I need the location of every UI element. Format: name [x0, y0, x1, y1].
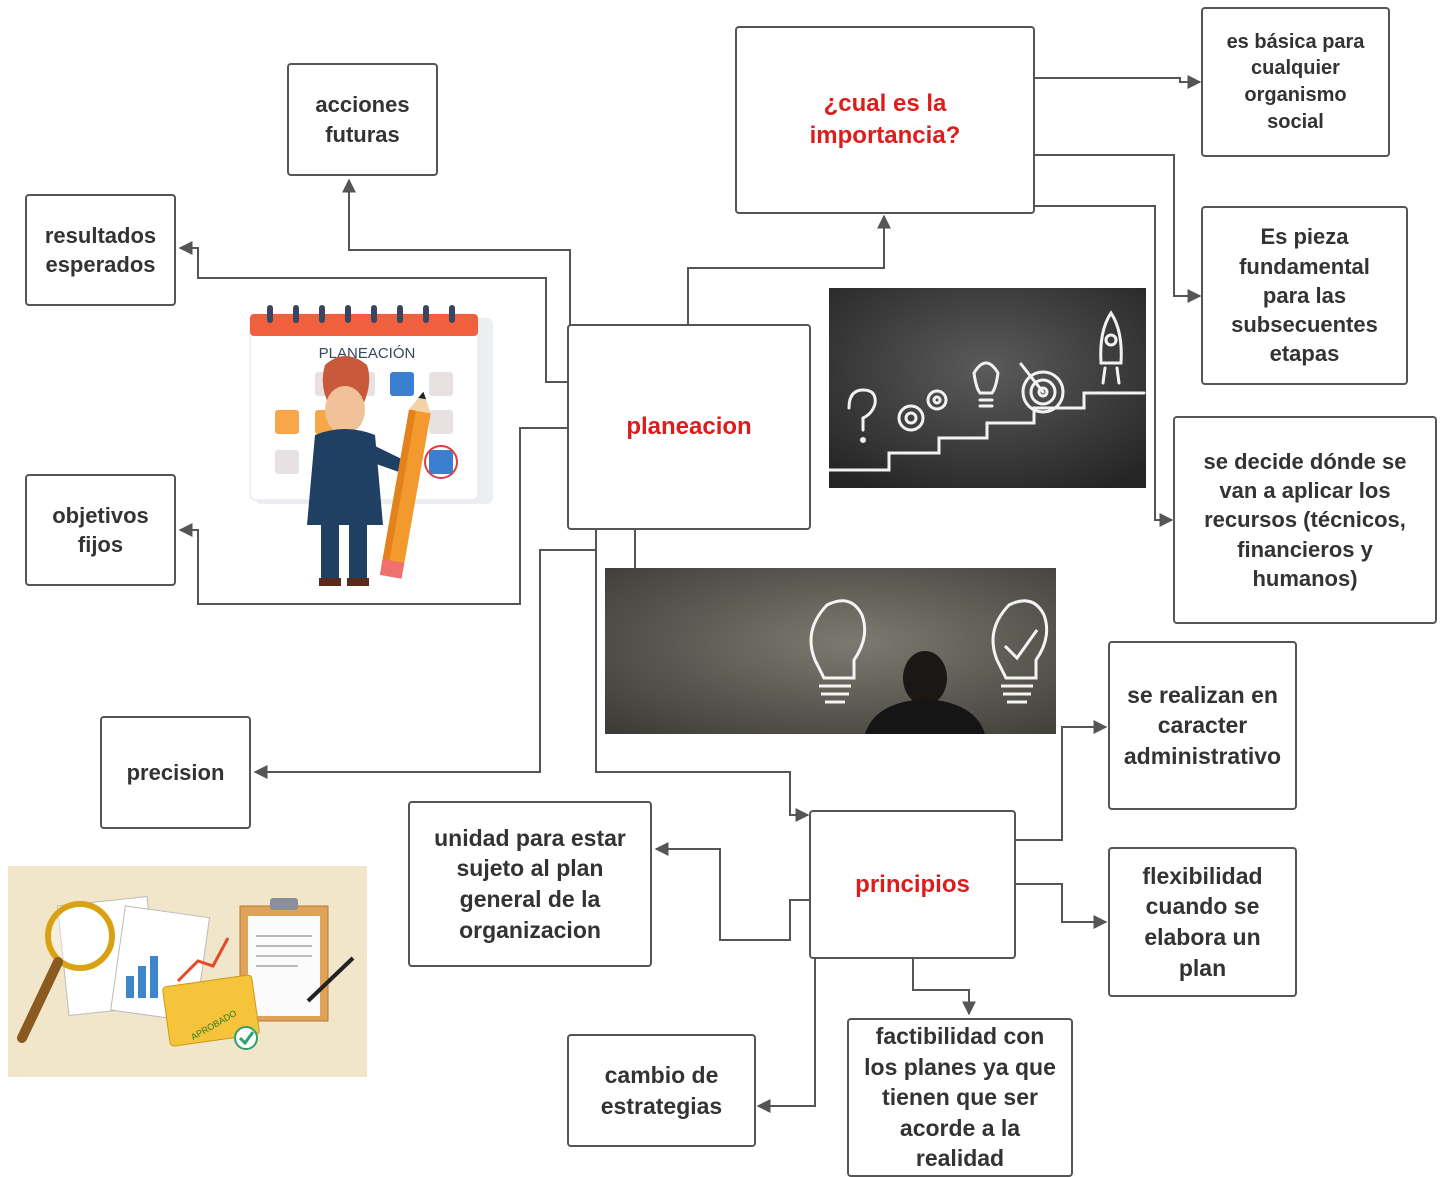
- node-acciones-futuras-label: acciones futuras: [315, 92, 410, 147]
- node-basica: es básica para cualquier organismo socia…: [1201, 7, 1390, 157]
- node-factibilidad: factibilidad con los planes ya que tiene…: [847, 1018, 1073, 1177]
- node-recursos-label: se decide dónde se van a aplicar los rec…: [1203, 448, 1407, 591]
- node-resultados-esperados: resultados esperados: [25, 194, 176, 306]
- node-basica-label: es básica para cualquier organismo socia…: [1226, 30, 1365, 133]
- node-flexibilidad-label: flexibilidad cuando se elabora un plan: [1142, 862, 1263, 981]
- man-with-lightbulbs-image: [605, 568, 1056, 734]
- chalkboard-ideas-image: [829, 288, 1146, 488]
- node-factibilidad-label: factibilidad con los planes ya que tiene…: [864, 1023, 1056, 1172]
- node-pieza-fundamental: Es pieza fundamental para las subsecuent…: [1201, 206, 1408, 385]
- node-flexibilidad: flexibilidad cuando se elabora un plan: [1108, 847, 1297, 997]
- node-caracter-administrativo-label: se realizan en caracter administrativo: [1123, 681, 1282, 769]
- node-principios-label: principios: [855, 870, 970, 898]
- arrow-to-principios: [595, 550, 810, 822]
- node-objetivos-fijos: objetivos fijos: [25, 474, 176, 586]
- node-planeacion: planeacion: [567, 324, 811, 530]
- documents-analysis-illustration: APROBADO: [8, 866, 367, 1077]
- node-cambio-estrategias: cambio de estrategias: [567, 1034, 756, 1147]
- arrow-to-flexibilidad: [1015, 883, 1108, 929]
- node-recursos: se decide dónde se van a aplicar los rec…: [1173, 416, 1437, 624]
- calendar-planning-illustration: PLANEACIÓN: [245, 300, 500, 590]
- node-planeacion-label: planeacion: [626, 413, 752, 441]
- arrow-to-factibilidad: [912, 958, 976, 1016]
- node-unidad: unidad para estar sujeto al plan general…: [408, 801, 652, 967]
- arrow-to-administrativo: [1015, 720, 1108, 841]
- arrow-to-precision: [253, 530, 597, 779]
- arrow-to-objetivos: [178, 427, 568, 605]
- arrow-to-basica: [1034, 75, 1202, 89]
- arrow-to-importancia: [687, 214, 891, 325]
- arrow-to-pieza: [1034, 154, 1202, 303]
- arrow-to-unidad: [654, 842, 810, 941]
- node-resultados-esperados-label: resultados esperados: [44, 222, 157, 277]
- node-acciones-futuras: acciones futuras: [287, 63, 438, 176]
- arrow-to-cambio: [756, 958, 816, 1113]
- node-unidad-label: unidad para estar sujeto al plan general…: [434, 824, 626, 943]
- node-precision: precision: [100, 716, 251, 829]
- node-objetivos-fijos-label: objetivos fijos: [52, 502, 149, 557]
- node-caracter-administrativo: se realizan en caracter administrativo: [1108, 641, 1297, 810]
- arrow-to-acciones: [342, 178, 571, 325]
- node-pieza-fundamental-label: Es pieza fundamental para las subsecuent…: [1231, 224, 1378, 367]
- arrow-to-recursos: [1034, 205, 1174, 527]
- arrow-to-resultados: [178, 241, 568, 383]
- node-importancia-label: ¿cual es la importancia?: [809, 90, 961, 149]
- node-principios: principios: [809, 810, 1016, 959]
- node-cambio-estrategias-label: cambio de estrategias: [600, 1061, 723, 1119]
- node-importancia: ¿cual es la importancia?: [735, 26, 1035, 214]
- node-precision-label: precision: [126, 759, 225, 785]
